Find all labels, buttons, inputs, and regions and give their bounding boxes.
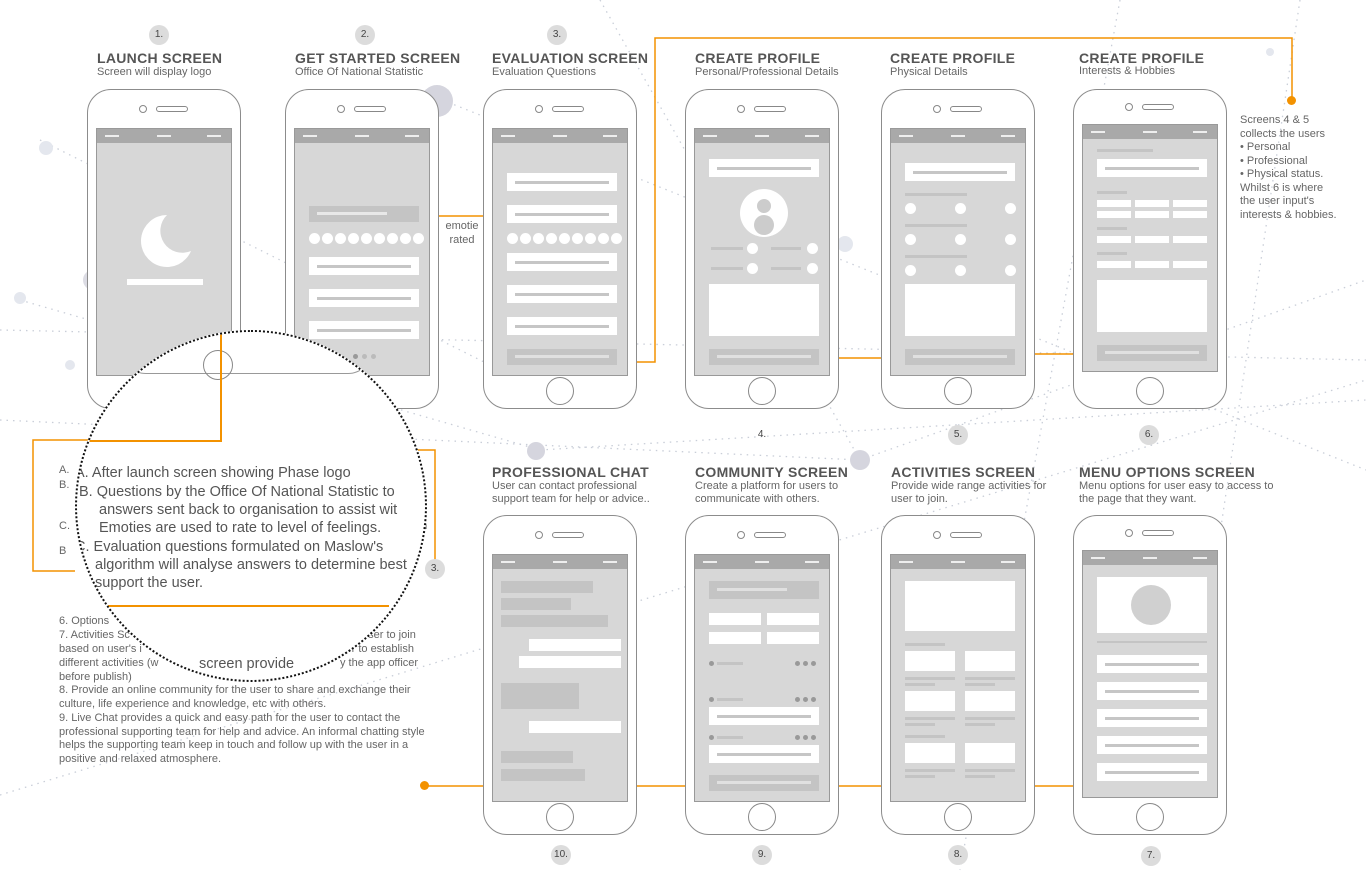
- note-7a-tail: user to join: [362, 629, 416, 641]
- back-letter: B.: [59, 479, 70, 491]
- screen-subtitle: Screen will display logo: [97, 66, 212, 78]
- emotie-label: emotie rated: [445, 220, 479, 246]
- lens-item-a: A. After launch screen showing Phase log…: [75, 465, 351, 481]
- back-letter: B: [59, 545, 67, 557]
- note-9: 9. Live Chat provides a quick and easy p…: [59, 712, 425, 765]
- screen-subtitle: Evaluation Questions: [492, 66, 596, 78]
- screen-title: GET STARTED SCREEN: [295, 50, 461, 66]
- phone-evaluation: [483, 89, 637, 409]
- phone-profile-personal: [685, 89, 839, 409]
- connector-dot: [420, 781, 429, 790]
- back-letter: C.: [59, 520, 70, 532]
- screen-title: MENU OPTIONS SCREEN: [1079, 464, 1256, 480]
- lens-item-b: B. Questions by the Office Of National S…: [79, 484, 398, 536]
- step-number: 2.: [355, 25, 375, 45]
- screen-subtitle: Physical Details: [890, 66, 968, 78]
- screen-subtitle: Create a platform for users to communica…: [695, 480, 839, 505]
- screen-subtitle: Office Of National Statistic: [295, 66, 424, 78]
- step-number: 3.: [547, 25, 567, 45]
- screen-title: CREATE PROFILE: [695, 50, 821, 66]
- screen-subtitle: User can contact professional support te…: [492, 480, 650, 505]
- profile-circle-icon: [1131, 585, 1171, 625]
- phone-profile-physical: [881, 89, 1035, 409]
- screen-subtitle: Personal/Professional Details: [695, 66, 839, 78]
- note-7d: before publish): [59, 671, 132, 683]
- note-7c-tail: y the app officer: [340, 657, 419, 669]
- step-number: 7.: [1141, 846, 1161, 866]
- step-number: 1.: [149, 25, 169, 45]
- side-note: Screens 4 & 5 collects the users • Perso…: [1240, 114, 1337, 221]
- phone-activities: [881, 515, 1035, 835]
- screen-subtitle: Provide wide range activities for user t…: [891, 480, 1047, 505]
- moon-icon: [141, 215, 191, 267]
- step-number: 8.: [948, 845, 968, 865]
- note-7b: based on user's i: [59, 643, 142, 655]
- connector-dot: [1287, 96, 1296, 105]
- step-number: 9.: [752, 845, 772, 865]
- phone-menu-options: [1073, 515, 1227, 835]
- step-number: 5.: [948, 425, 968, 445]
- step-number: 4.: [757, 429, 767, 440]
- screen-title: LAUNCH SCREEN: [97, 50, 223, 66]
- note-6: 6. Options: [59, 615, 110, 627]
- screen-subtitle: Menu options for user easy to access to …: [1079, 480, 1274, 505]
- step-number: 6.: [1139, 425, 1159, 445]
- back-letter: A.: [59, 464, 70, 476]
- phone-profile-interests: [1073, 89, 1227, 409]
- screen-title: EVALUATION SCREEN: [492, 50, 649, 66]
- callout-badge: 3.: [425, 559, 445, 579]
- phone-community: [685, 515, 839, 835]
- lens-overflow: screen provide: [199, 656, 295, 672]
- step-number: 10.: [551, 845, 571, 865]
- avatar-icon: [740, 189, 788, 237]
- note-8: 8. Provide an online community for the u…: [59, 684, 411, 710]
- screen-title: CREATE PROFILE: [890, 50, 1016, 66]
- screen-title: CREATE PROFILE: [1079, 50, 1205, 66]
- phone-launch: [87, 89, 241, 409]
- screen-title: PROFESSIONAL CHAT: [492, 464, 650, 480]
- screen-title: COMMUNITY SCREEN: [695, 464, 849, 480]
- phone-professional-chat: [483, 515, 637, 835]
- screen-title: ACTIVITIES SCREEN: [891, 464, 1036, 480]
- magnifier-lens: A. After launch screen showing Phase log…: [75, 330, 427, 682]
- note-7c: different activities (w: [59, 657, 159, 669]
- lens-item-c: C. Evaluation questions formulated on Ma…: [75, 539, 407, 591]
- screen-subtitle: Interests & Hobbies: [1079, 65, 1175, 77]
- note-7a: 7. Activities Sc: [59, 629, 130, 641]
- note-7b-tail: ser to establish: [340, 643, 414, 655]
